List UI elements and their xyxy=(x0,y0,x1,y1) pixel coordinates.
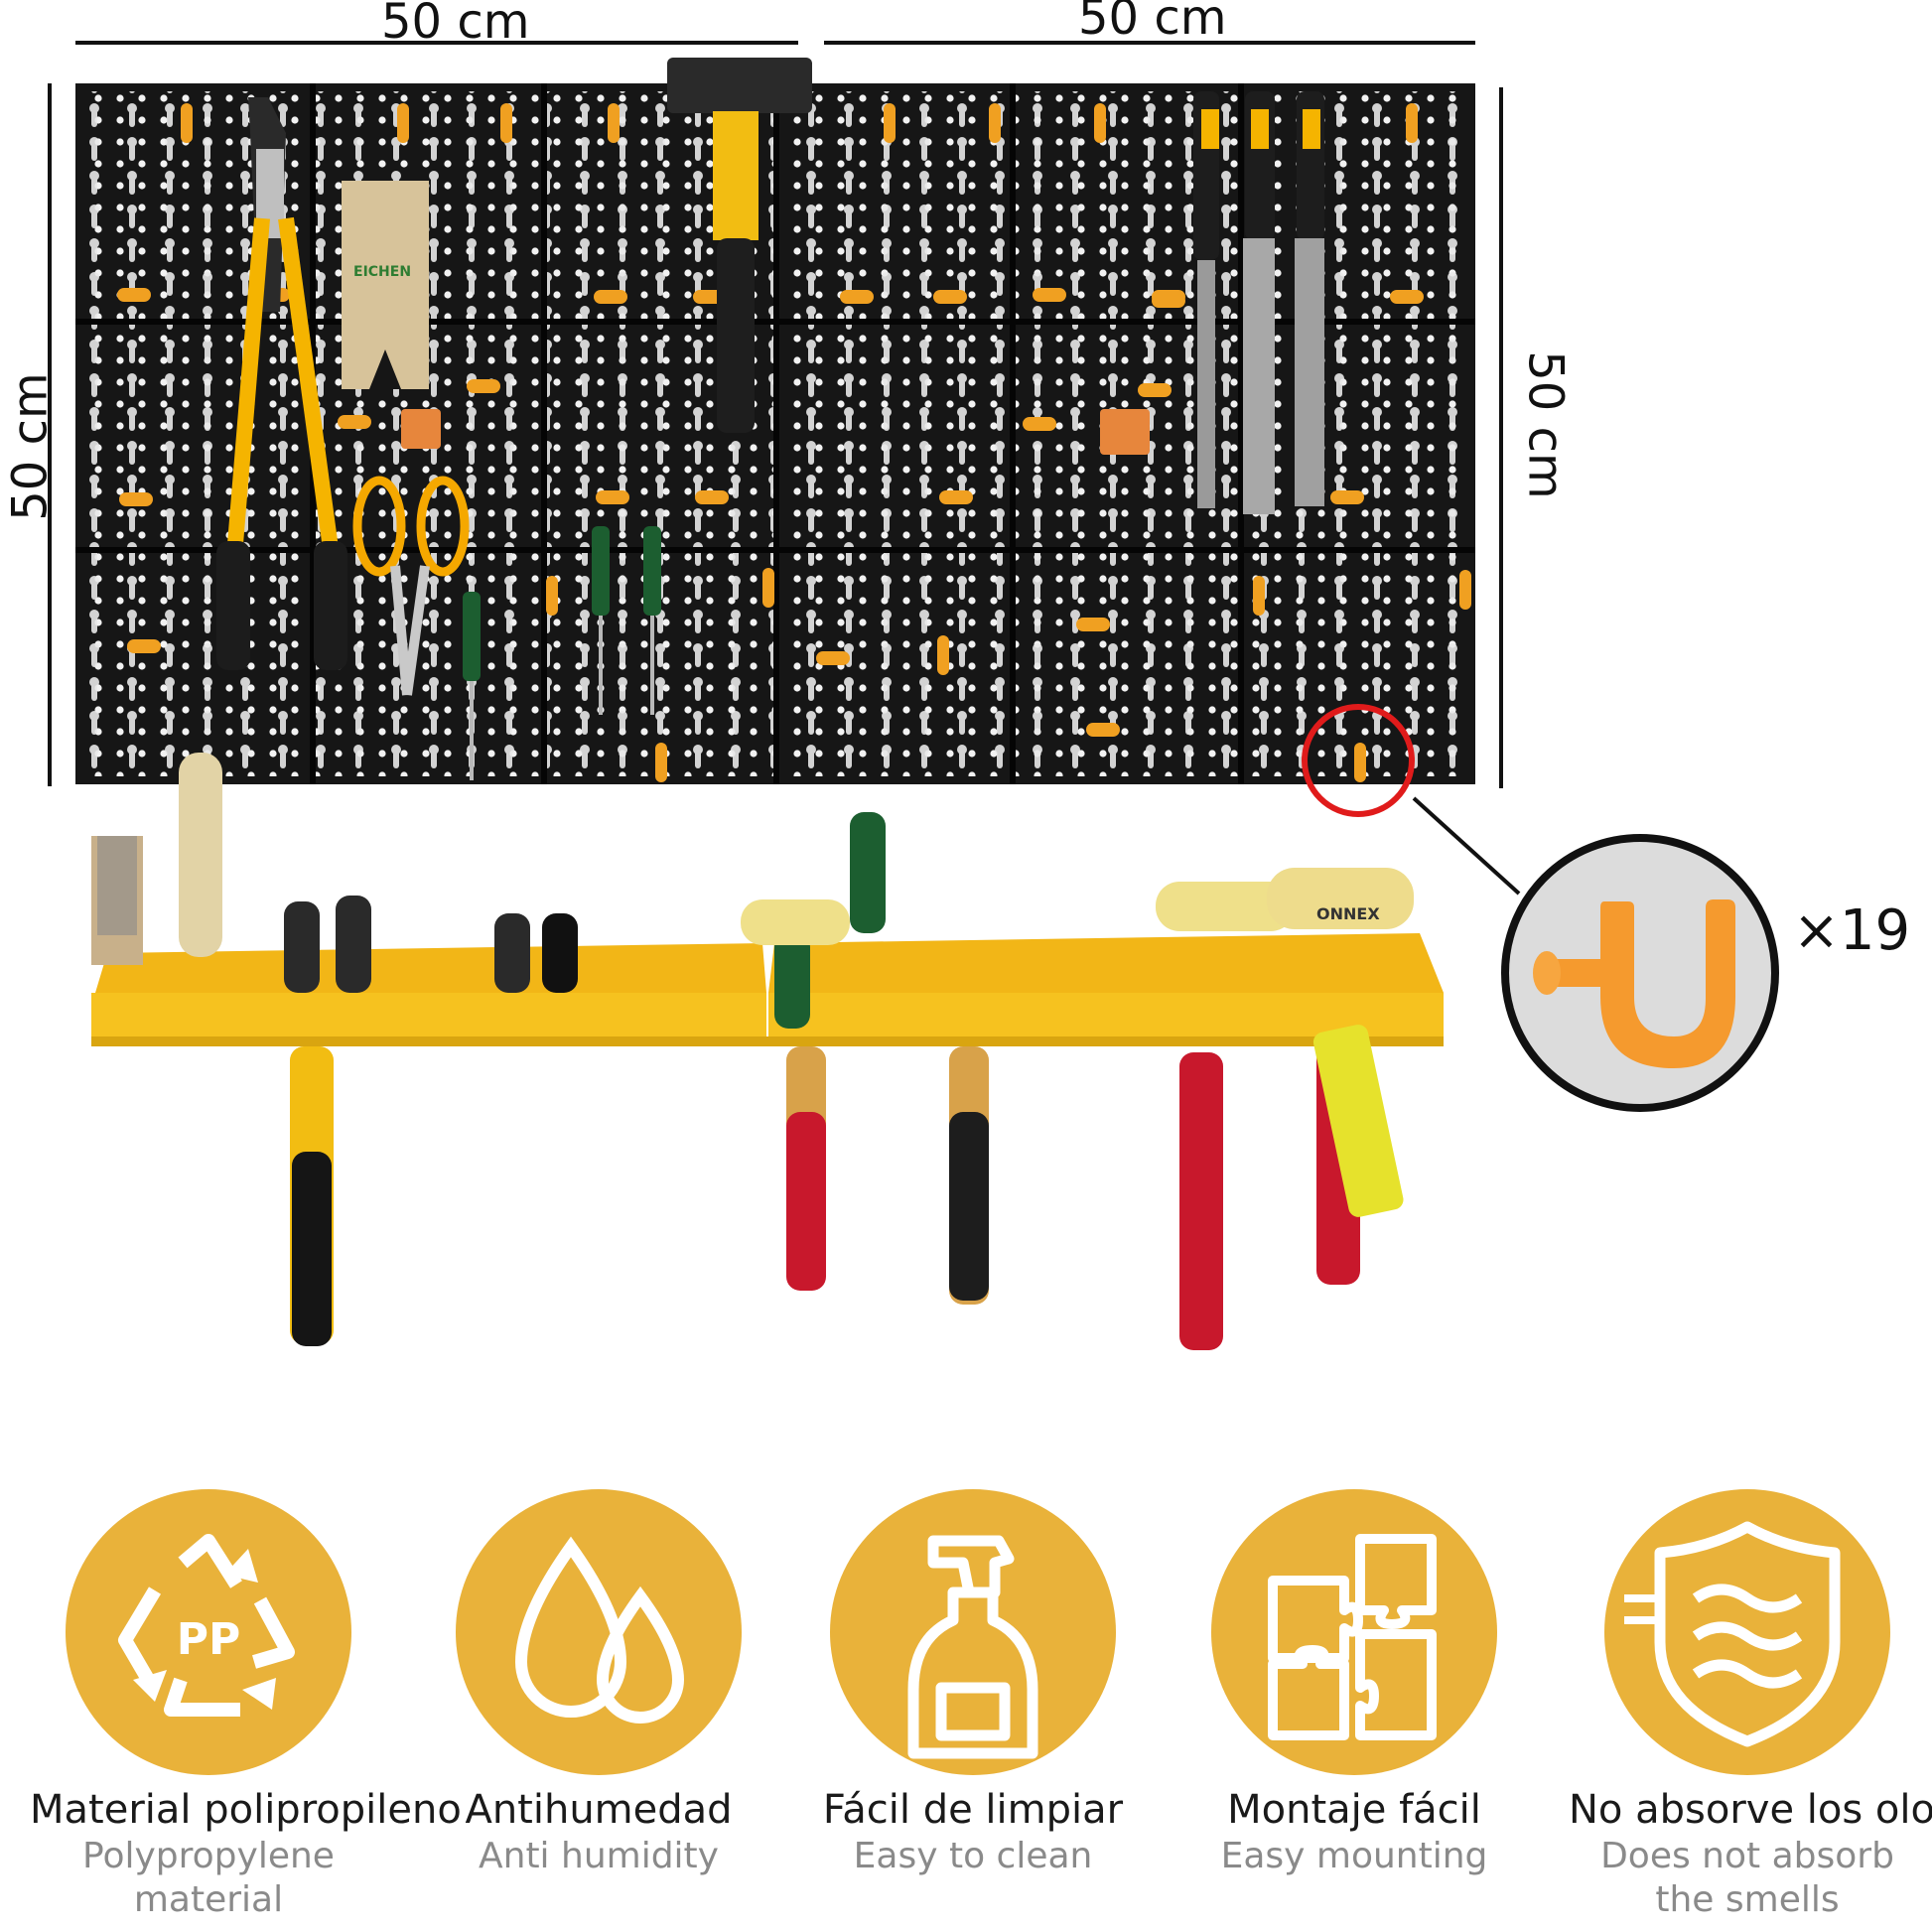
feature-subtitle: Easy to clean xyxy=(853,1836,1093,1876)
precision-screwdrivers xyxy=(463,526,661,780)
feature-subtitle: Polypropylene material xyxy=(82,1836,335,1920)
pp-icon-label: PP xyxy=(177,1614,241,1665)
feature-subtitle: Does not absorb the smells xyxy=(1600,1836,1894,1920)
feature-title: Montaje fácil xyxy=(1227,1787,1481,1833)
hook-icon xyxy=(1533,899,1735,1068)
feature-anti-humidity: Antihumedad Anti humidity xyxy=(420,1489,777,1878)
tool-shelves xyxy=(91,933,1444,1046)
feature-badge xyxy=(1604,1489,1890,1775)
puzzle-icon xyxy=(1268,1534,1437,1740)
dim-line-top-left xyxy=(75,41,798,45)
shield-odor-icon xyxy=(1624,1521,1841,1747)
feature-badge: PP xyxy=(66,1489,351,1775)
hanging-hammers xyxy=(290,1046,1360,1350)
feature-title: Antihumedad xyxy=(465,1787,733,1833)
feature-easy-clean: Fácil de limpiar Easy to clean xyxy=(794,1489,1152,1878)
feature-material: PP Material polipropileno Polypropylene … xyxy=(30,1489,462,1922)
scissors-tool xyxy=(352,476,470,696)
hook-zoom-circle xyxy=(1501,834,1779,1112)
sledge-hammer-tool xyxy=(667,58,812,433)
files-tools xyxy=(1193,91,1324,514)
bolt-cutter-tool xyxy=(216,97,347,670)
recycle-pp-icon: PP xyxy=(118,1534,295,1717)
wire-brushes xyxy=(91,753,222,965)
feature-badge xyxy=(456,1489,742,1775)
shelf-tool-handles: ONNEX xyxy=(284,812,1414,1217)
feature-subtitle: Easy mounting xyxy=(1220,1836,1488,1876)
feature-no-odor: No absorve los olores Does not absorb th… xyxy=(1569,1489,1932,1922)
product-illustration: EICHEN xyxy=(75,58,1521,1350)
dim-line-left xyxy=(48,83,52,786)
brand-label-onnex: ONNEX xyxy=(1316,904,1380,923)
eichen-wood-jig: EICHEN xyxy=(342,181,429,389)
feature-title: Fácil de limpiar xyxy=(822,1787,1124,1833)
feature-title: Material polipropileno xyxy=(30,1787,462,1833)
brand-label-eichen: EICHEN xyxy=(353,264,411,280)
feature-easy-mounting: Montaje fácil Easy mounting xyxy=(1175,1489,1533,1878)
feature-subtitle: Anti humidity xyxy=(479,1836,719,1876)
dim-label-top-left: 50 cm xyxy=(381,0,530,50)
dim-label-top-right: 50 cm xyxy=(1078,0,1227,46)
feature-title: No absorve los olores xyxy=(1569,1787,1932,1833)
spray-bottle-icon xyxy=(907,1535,1038,1759)
water-drops-icon xyxy=(514,1536,685,1724)
hook-quantity: ×19 xyxy=(1793,898,1911,963)
dim-line-top-right xyxy=(824,41,1475,45)
hook-highlight-circle xyxy=(1302,704,1415,817)
zoom-connector-line xyxy=(1412,796,1521,896)
feature-badge xyxy=(830,1489,1116,1775)
feature-badge xyxy=(1211,1489,1497,1775)
dim-line-right xyxy=(1499,87,1503,788)
